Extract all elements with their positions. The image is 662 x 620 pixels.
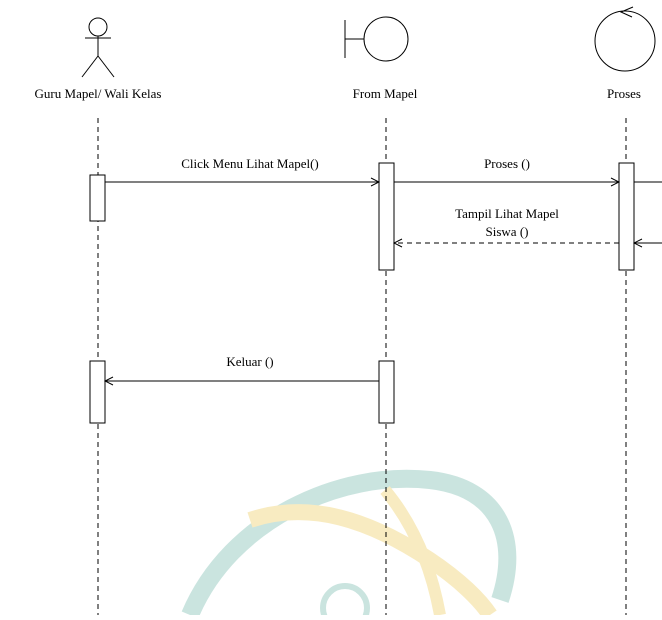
message-label-tampil-line1: Tampil Lihat Mapel [455, 206, 559, 221]
actor-figure [82, 18, 114, 77]
boundary-activation-1 [379, 163, 394, 270]
boundary-label: From Mapel [353, 86, 418, 101]
boundary-activation-2 [379, 361, 394, 423]
actor-activation-1 [90, 175, 105, 221]
message-label-click-menu: Click Menu Lihat Mapel() [181, 156, 319, 171]
control-label: Proses [607, 86, 641, 101]
actor-label: Guru Mapel/ Wali Kelas [35, 86, 162, 101]
watermark-logo [190, 479, 507, 615]
message-label-keluar: Keluar () [226, 354, 273, 369]
actor-activation-2 [90, 361, 105, 423]
control-icon [595, 7, 655, 71]
control-activation-1 [619, 163, 634, 270]
boundary-icon [345, 17, 408, 61]
message-label-proses: Proses () [484, 156, 530, 171]
message-label-tampil-line2: Siswa () [486, 224, 529, 239]
